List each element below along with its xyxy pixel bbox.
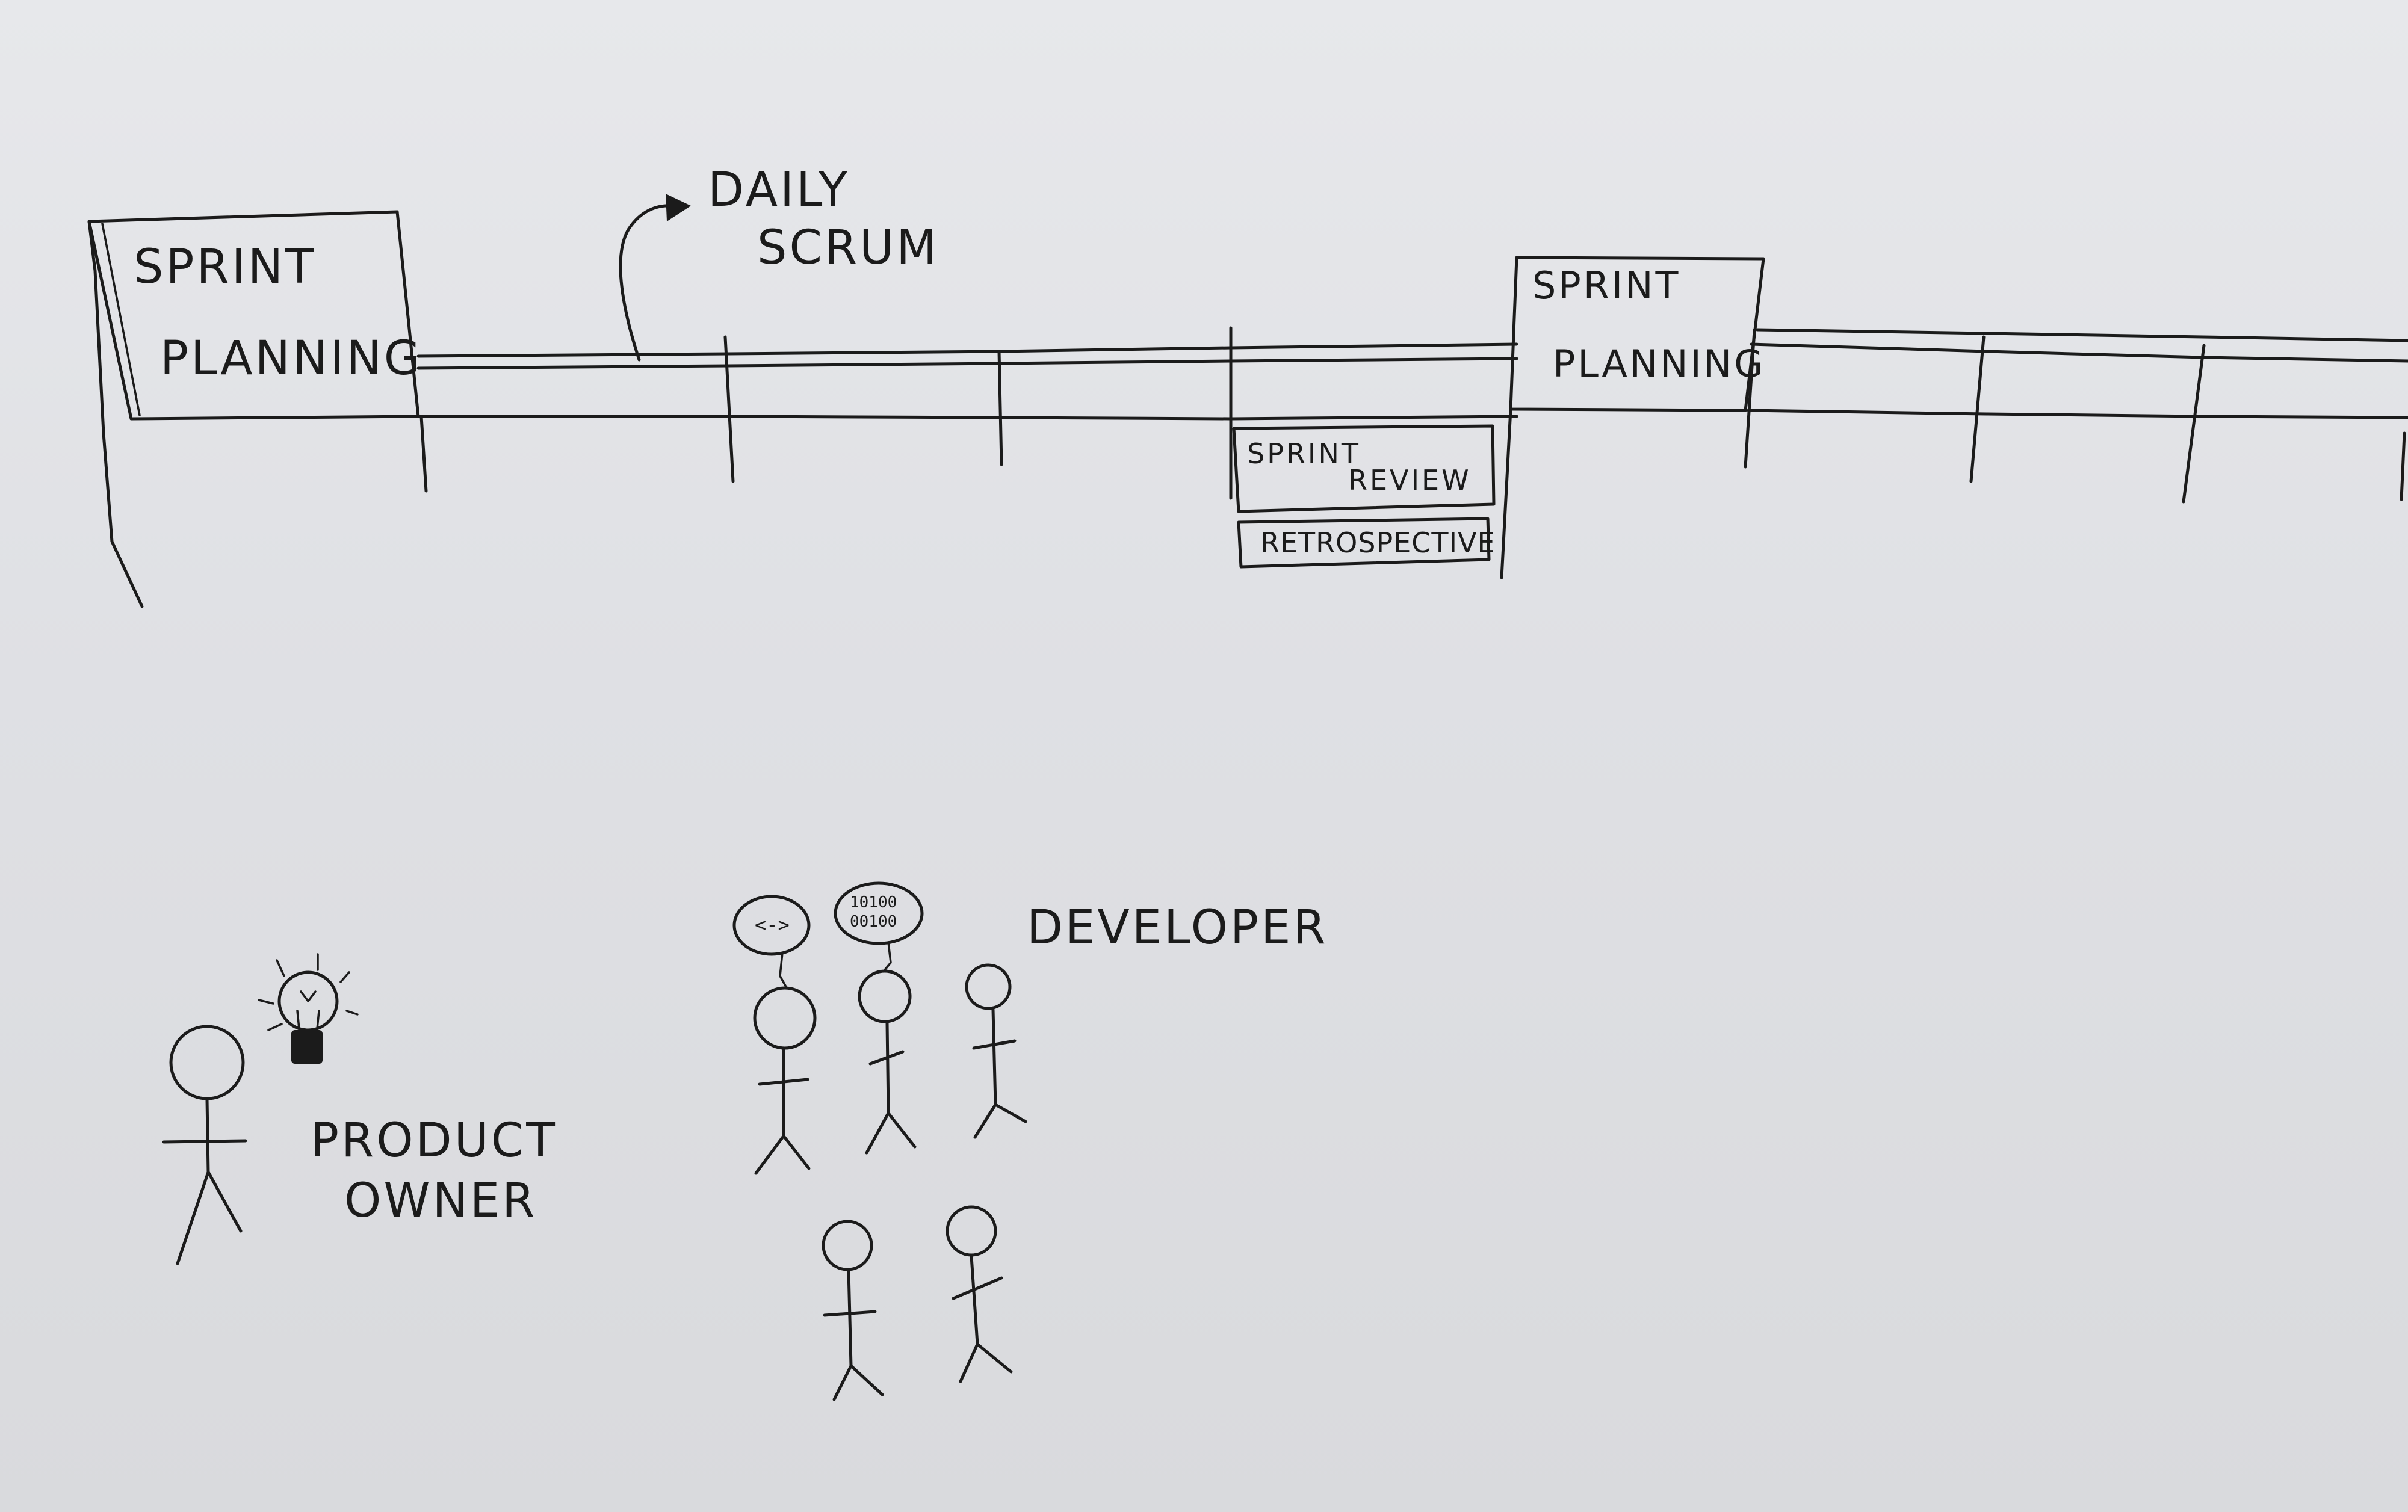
timeline-start-post	[87, 220, 144, 608]
developer-figure-4	[822, 1220, 884, 1401]
retrospective-label: RETROSPECTIVE	[1260, 526, 1496, 559]
timeline-sprint2-post	[1500, 407, 1512, 579]
code-bubble-text: <->	[755, 913, 790, 936]
developer-label: DEVELOPER	[1027, 901, 1328, 955]
daily-tick	[2182, 344, 2206, 504]
developer-figure-2	[858, 969, 917, 1155]
sprint-rail-bottom-2	[1747, 409, 2408, 419]
sprint-planning-1-line1: SPRINT	[134, 240, 317, 294]
daily-tick	[2400, 431, 2406, 501]
daily-tick	[997, 350, 1003, 466]
daily-tick	[419, 415, 428, 493]
sprint-planning-2-line1: SPRINT	[1532, 264, 1680, 307]
binary-speech-bubble: 10100 00100	[834, 881, 924, 971]
sprint-review-line1: SPRINT	[1247, 437, 1361, 470]
product-owner-line2: OWNER	[344, 1174, 537, 1228]
sprint-planning-2-line2: PLANNING	[1553, 342, 1765, 386]
binary-line1: 10100	[850, 893, 897, 912]
daily-scrum-line1: DAILY	[708, 163, 850, 217]
daily-tick	[723, 335, 735, 483]
sprint-rail-bottom	[416, 415, 1518, 421]
sprint-rail-top-2	[1756, 328, 2408, 342]
code-speech-bubble: <->	[732, 895, 811, 988]
sprint-timeline	[87, 194, 2408, 608]
retrospective-box	[1237, 517, 1491, 569]
sprint-review-line2: REVIEW	[1348, 464, 1472, 496]
daily-tick	[1969, 335, 1986, 483]
product-owner-figure	[162, 1025, 247, 1265]
sprint-planning-box-2	[1509, 256, 1765, 412]
sprint-rail-mid-2	[1750, 342, 2408, 363]
binary-line2: 00100	[850, 913, 897, 931]
lightbulb-icon	[258, 953, 359, 1064]
sprint-review-box	[1232, 424, 1496, 513]
developer-figure-3	[965, 963, 1027, 1139]
daily-tick	[1744, 328, 1756, 469]
sprint-planning-1-line2: PLANNING	[160, 332, 422, 386]
daily-scrum-arrow	[619, 204, 675, 362]
daily-scrum-line2: SCRUM	[757, 221, 939, 275]
sprint-rail-top	[416, 342, 1518, 358]
product-owner-line1: PRODUCT	[311, 1114, 557, 1168]
developer-figure-5	[946, 1205, 1013, 1383]
developer-figure-1	[753, 986, 817, 1175]
sprint-rail-mid	[416, 357, 1518, 370]
arrowhead-icon	[666, 194, 691, 221]
